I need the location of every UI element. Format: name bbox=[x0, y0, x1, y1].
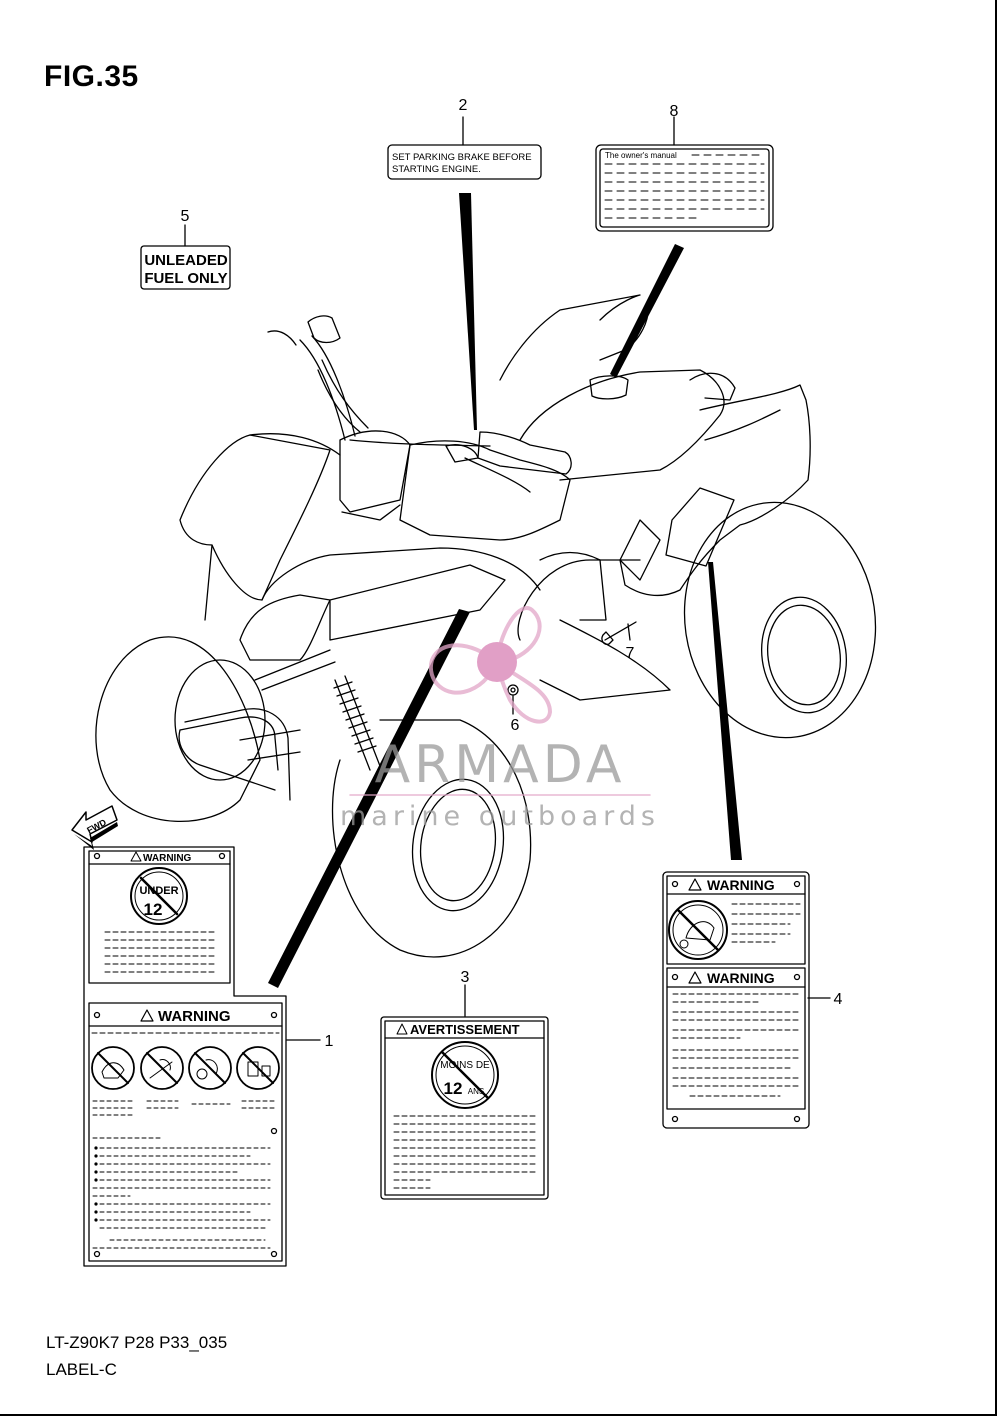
fuel-line-1: UNLEADED bbox=[144, 252, 228, 269]
callout-7: 7 bbox=[626, 645, 635, 662]
manual-heading: The owner's manual bbox=[605, 151, 677, 160]
callout-1: 1 bbox=[325, 1033, 334, 1050]
atv-illustration bbox=[95, 294, 877, 958]
callout-3: 3 bbox=[461, 969, 470, 986]
figure-group: LABEL-C bbox=[46, 1360, 117, 1379]
parking-line-1: SET PARKING BRAKE BEFORE bbox=[392, 152, 532, 163]
moins-de-unit: ANS bbox=[468, 1087, 484, 1096]
moins-de-text: MOINS DE bbox=[440, 1060, 490, 1071]
watermark-tagline: marine outboards bbox=[340, 801, 660, 832]
watermark-brand: ARMADA bbox=[375, 735, 626, 795]
label-warning-4: WARNING WARNING bbox=[662, 871, 810, 1129]
propeller-logo bbox=[428, 606, 552, 724]
warning4-bottom-heading: WARNING bbox=[707, 970, 775, 986]
parking-line-2: STARTING ENGINE. bbox=[392, 164, 481, 175]
warning1-main-heading: WARNING bbox=[158, 1008, 231, 1025]
under12-number: 12 bbox=[144, 900, 163, 919]
shock-spring bbox=[333, 681, 377, 753]
label-warning-1: WARNING UNDER 12 WARNING bbox=[83, 846, 287, 1267]
under12-word: UNDER bbox=[139, 885, 178, 897]
callout-5: 5 bbox=[181, 208, 190, 225]
label-owners-manual: The owner's manual bbox=[595, 144, 774, 232]
figure-title: FIG.35 bbox=[44, 60, 139, 93]
label-unleaded-fuel: UNLEADED FUEL ONLY bbox=[140, 245, 231, 290]
callout-2: 2 bbox=[459, 97, 468, 114]
label-parking-brake: SET PARKING BRAKE BEFORE STARTING ENGINE… bbox=[387, 144, 542, 180]
label-avertissement: AVERTISSEMENT MOINS DE 12 ANS bbox=[380, 1016, 549, 1200]
moins-de-number: 12 bbox=[444, 1079, 463, 1098]
avertissement-heading: AVERTISSEMENT bbox=[410, 1022, 520, 1037]
warning1-top-heading: WARNING bbox=[143, 853, 192, 864]
fwd-arrow: FWD bbox=[71, 805, 118, 850]
callout-4: 4 bbox=[834, 991, 843, 1008]
leader-lines bbox=[184, 116, 831, 1041]
callout-8: 8 bbox=[670, 103, 679, 120]
callout-6: 6 bbox=[511, 717, 520, 734]
fuel-line-2: FUEL ONLY bbox=[144, 270, 227, 287]
warning1-pictograms bbox=[91, 1046, 280, 1090]
warning4-top-heading: WARNING bbox=[707, 877, 775, 893]
watermark: ARMADA marine outboards bbox=[340, 606, 660, 832]
callout-numbers: 2 8 5 7 6 3 1 4 bbox=[181, 97, 843, 1050]
figure-code: LT-Z90K7 P28 P33_035 bbox=[46, 1333, 228, 1352]
